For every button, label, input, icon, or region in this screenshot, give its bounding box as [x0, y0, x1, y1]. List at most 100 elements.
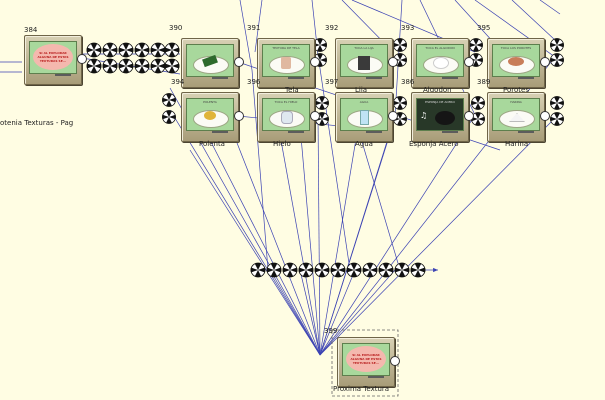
connector-node[interactable]	[86, 42, 102, 58]
connector-node[interactable]	[150, 42, 166, 58]
connection-line	[319, 269, 396, 356]
output-port[interactable]	[234, 57, 244, 67]
flow-node-394[interactable]: POLENTA	[181, 92, 244, 142]
connector-node[interactable]	[162, 110, 176, 124]
connector-node[interactable]	[86, 58, 102, 74]
output-port[interactable]	[388, 111, 398, 121]
output-port[interactable]	[540, 111, 550, 121]
node-status-bar	[442, 131, 458, 133]
flow-node-395[interactable]: TOCA LOS POROTES	[487, 38, 550, 88]
node-label: Polenta	[199, 140, 225, 148]
water-glass-icon	[360, 110, 369, 125]
flow-node-390[interactable]	[181, 38, 244, 88]
node-label: Algodon	[423, 86, 452, 94]
flow-node-397[interactable]: AGUA	[335, 92, 398, 142]
connector-node[interactable]	[118, 58, 134, 74]
flow-node-396[interactable]: TOCA EL HIELO	[257, 92, 320, 142]
flow-node-389[interactable]: HARINA	[487, 92, 550, 142]
output-port[interactable]	[234, 111, 244, 121]
connector-node[interactable]	[102, 58, 118, 74]
cotton-icon	[433, 57, 449, 69]
connector-node[interactable]	[330, 262, 346, 278]
node-status-bar	[288, 131, 304, 133]
connector-node[interactable]	[469, 38, 483, 52]
output-port[interactable]	[540, 57, 550, 67]
output-port[interactable]	[464, 57, 474, 67]
connection-line	[539, 0, 561, 15]
connection-line	[511, 0, 556, 41]
output-port[interactable]	[310, 57, 320, 67]
connector-node[interactable]	[313, 38, 327, 52]
connector-node[interactable]	[362, 262, 378, 278]
connector-node[interactable]	[550, 38, 564, 52]
connector-node[interactable]	[378, 262, 394, 278]
connector-node[interactable]	[298, 262, 314, 278]
flow-node-392[interactable]: TOCA LA LIJA	[335, 38, 398, 88]
connector-node[interactable]	[314, 262, 330, 278]
connector-node[interactable]	[410, 262, 426, 278]
node-thumbnail: TOCA EL ALGODON	[416, 44, 464, 77]
connector-node[interactable]	[162, 93, 176, 107]
music-note-icon: ♫	[420, 111, 428, 120]
flow-node-391[interactable]: TEXTURA DE TELA	[257, 38, 320, 88]
connector-node[interactable]	[550, 96, 564, 110]
output-port[interactable]	[390, 356, 400, 366]
node-id: 394	[171, 78, 185, 86]
connector-node[interactable]	[118, 42, 134, 58]
thumbnail-caption: SI AL EXPLORAR ALGUNA DE ESTAS TEXTURAS …	[350, 353, 382, 365]
connector-node[interactable]	[250, 262, 266, 278]
node-status-bar	[212, 131, 228, 133]
connection-line	[299, 124, 321, 356]
node-status-bar	[518, 131, 534, 133]
thumbnail-pink-oval	[346, 346, 386, 372]
connection-line	[189, 149, 321, 356]
node-thumbnail: ESPONJA DE ACERO♫	[416, 98, 464, 131]
output-port[interactable]	[310, 111, 320, 121]
steel-wool-icon	[435, 111, 455, 125]
node-label: Hielo	[273, 140, 291, 148]
connection-line	[319, 114, 476, 356]
output-port[interactable]	[77, 54, 87, 64]
connection-line	[209, 139, 321, 356]
connector-node[interactable]	[550, 112, 564, 126]
connector-node[interactable]	[164, 58, 180, 74]
node-thumbnail: TOCA EL HIELO	[262, 98, 310, 131]
node-thumbnail: AGUA	[340, 98, 388, 131]
connector-node[interactable]	[282, 262, 298, 278]
connection-line	[317, 114, 321, 356]
thumbnail-caption: SI AL EXPLORAR ALGUNA DE ESTAS TEXTURAS …	[37, 51, 69, 63]
flow-node-384[interactable]: SI AL EXPLORAR ALGUNA DE ESTAS TEXTURAS …	[24, 35, 87, 85]
connector-node[interactable]	[394, 262, 410, 278]
connector-node[interactable]	[315, 96, 329, 110]
flow-node-386[interactable]: ESPONJA DE ACERO♫	[411, 92, 474, 142]
node-id: 384	[24, 26, 38, 34]
node-id: 386	[401, 78, 415, 86]
node-status-bar	[368, 376, 384, 378]
connector-node[interactable]	[164, 42, 180, 58]
output-port[interactable]	[388, 57, 398, 67]
connector-node[interactable]	[393, 38, 407, 52]
thumbnail-caption: POLENTA	[203, 100, 217, 104]
connector-node[interactable]	[346, 262, 362, 278]
connector-node[interactable]	[550, 53, 564, 67]
connector-node[interactable]	[134, 58, 150, 74]
connector-node[interactable]	[393, 96, 407, 110]
node-label: Agua	[355, 140, 373, 148]
flow-node-393[interactable]: TOCA EL ALGODON	[411, 38, 474, 88]
flow-node-399[interactable]: SI AL EXPLORAR ALGUNA DE ESTAS TEXTURAS …	[337, 337, 400, 387]
node-thumbnail: TOCA LOS POROTES	[492, 44, 540, 77]
node-status-bar	[212, 77, 228, 79]
connector-node[interactable]	[150, 58, 166, 74]
connection-line	[299, 269, 321, 356]
node-thumbnail: TOCA LA LIJA	[340, 44, 388, 77]
connector-node[interactable]	[102, 42, 118, 58]
node-label: Esponja Acero	[409, 140, 459, 148]
node-status-bar	[366, 77, 382, 79]
connector-node[interactable]	[134, 42, 150, 58]
output-port[interactable]	[464, 111, 474, 121]
selection-frame	[331, 329, 399, 397]
node-thumbnail: POLENTA	[186, 98, 234, 131]
node-status-bar	[518, 77, 534, 79]
connector-node[interactable]	[471, 96, 485, 110]
connector-node[interactable]	[266, 262, 282, 278]
